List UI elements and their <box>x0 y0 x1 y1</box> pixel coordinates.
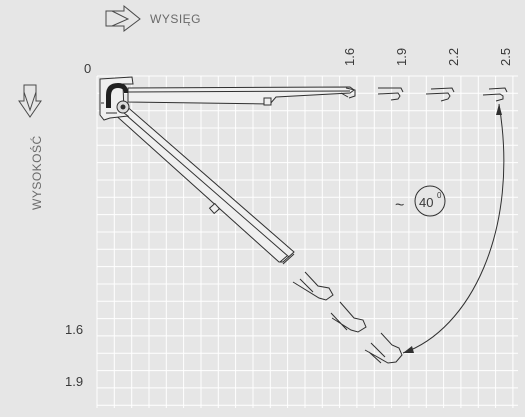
arm-end-2-5 <box>482 87 508 102</box>
reach-tick-2-2: 2.2 <box>446 48 461 66</box>
horizontal-arm <box>127 86 356 106</box>
angle-circle <box>414 185 446 217</box>
horizontal-axis-label: WYSIĘG <box>105 4 201 32</box>
arm-end-2-2 <box>425 87 455 102</box>
grid <box>96 75 518 408</box>
angle-degree: 0 <box>437 191 442 200</box>
arm-end-down-1 <box>292 271 334 301</box>
horizontal-axis-text: WYSIĘG <box>150 12 201 26</box>
angle-indicator: ~ 40 0 <box>395 103 505 354</box>
height-tick-1-9: 1.9 <box>65 374 83 389</box>
reach-tick-2-5: 2.5 <box>498 48 513 66</box>
height-tick-1-6: 1.6 <box>65 322 83 337</box>
arm-end-down-3 <box>364 332 403 364</box>
vertical-axis-text: WYSOKOŚĆ <box>29 135 44 210</box>
reach-tick-1-6: 1.6 <box>342 48 357 66</box>
arm-end-1-9 <box>377 87 404 101</box>
arm-end-down-2 <box>330 301 367 333</box>
reach-tick-labels: 1.6 1.9 2.2 2.5 <box>342 48 513 66</box>
reach-tick-1-9: 1.9 <box>394 48 409 66</box>
origin-label: 0 <box>84 61 91 76</box>
mounting-bracket <box>99 76 134 121</box>
vertical-axis-label: WYSOKOŚĆ <box>18 84 44 210</box>
angle-approx-symbol: ~ <box>395 197 404 214</box>
right-arrow-icon <box>105 4 141 32</box>
down-arrow-icon <box>18 84 42 118</box>
angle-value: 40 <box>419 195 433 210</box>
